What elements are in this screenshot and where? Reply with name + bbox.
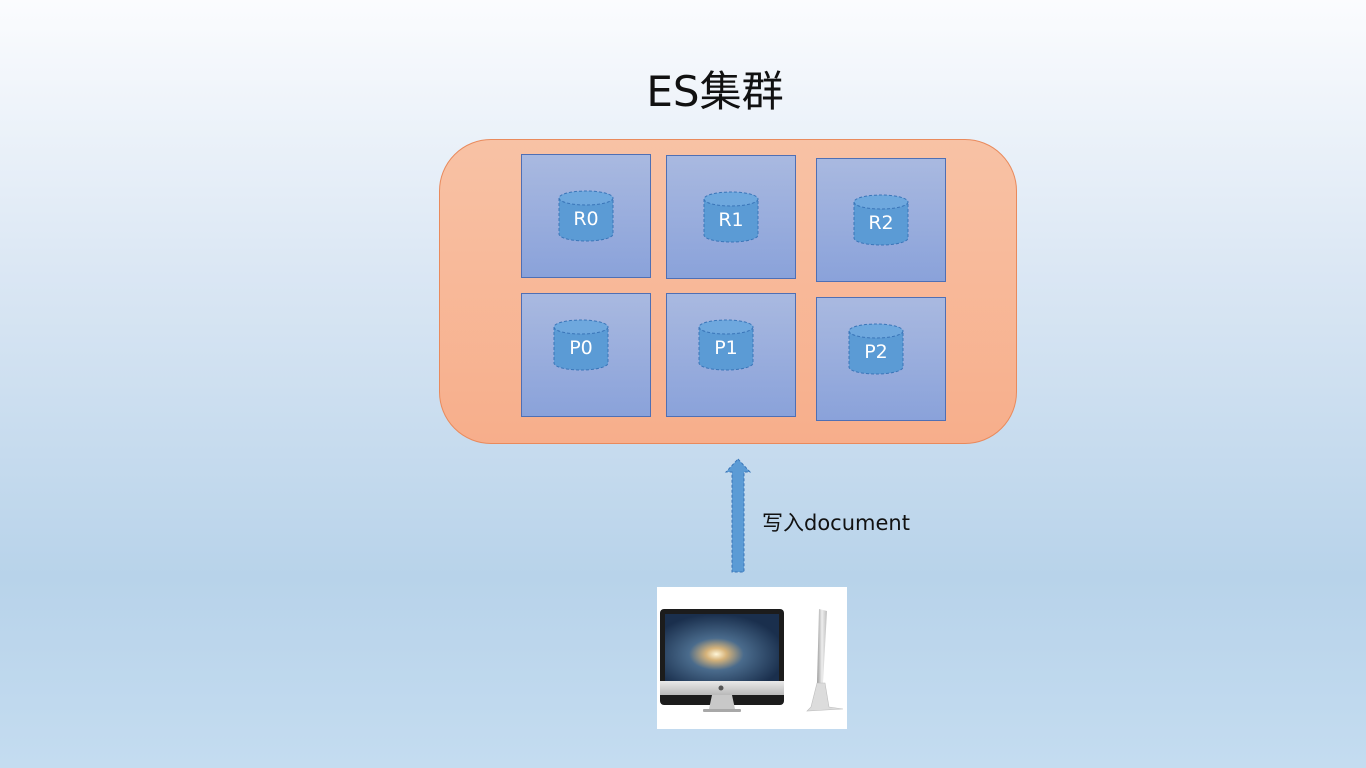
node-r1: R1 — [666, 155, 796, 279]
shard-label: R2 — [868, 212, 894, 234]
node-r0: R0 — [521, 154, 651, 278]
database-icon — [703, 191, 759, 243]
node-p2: P2 — [816, 297, 946, 421]
shard-r2: R2 — [853, 194, 909, 246]
database-icon — [553, 319, 609, 371]
diagram-title: ES集群 — [646, 67, 784, 116]
node-p1: P1 — [666, 293, 796, 417]
database-icon — [853, 194, 909, 246]
arrow-label: 写入document — [762, 511, 910, 535]
database-icon — [698, 319, 754, 371]
shard-label: P1 — [714, 337, 738, 359]
database-icon — [848, 323, 904, 375]
shard-r0: R0 — [558, 190, 614, 242]
shard-label: P2 — [864, 341, 888, 363]
shard-p0: P0 — [553, 319, 609, 371]
database-icon — [558, 190, 614, 242]
shard-p1: P1 — [698, 319, 754, 371]
desktop-computer-icon — [660, 609, 844, 712]
shard-label: R0 — [573, 208, 599, 230]
shard-p2: P2 — [848, 323, 904, 375]
write-arrow — [724, 458, 752, 578]
shard-label: R1 — [718, 209, 744, 231]
node-r2: R2 — [816, 158, 946, 282]
arrow-up-icon — [724, 458, 752, 573]
node-p0: P0 — [521, 293, 651, 417]
shard-r1: R1 — [703, 191, 759, 243]
shard-label: P0 — [569, 337, 593, 359]
es-cluster-container: R0 R1 R2 P0 — [439, 139, 1017, 444]
client-computer — [657, 587, 847, 729]
